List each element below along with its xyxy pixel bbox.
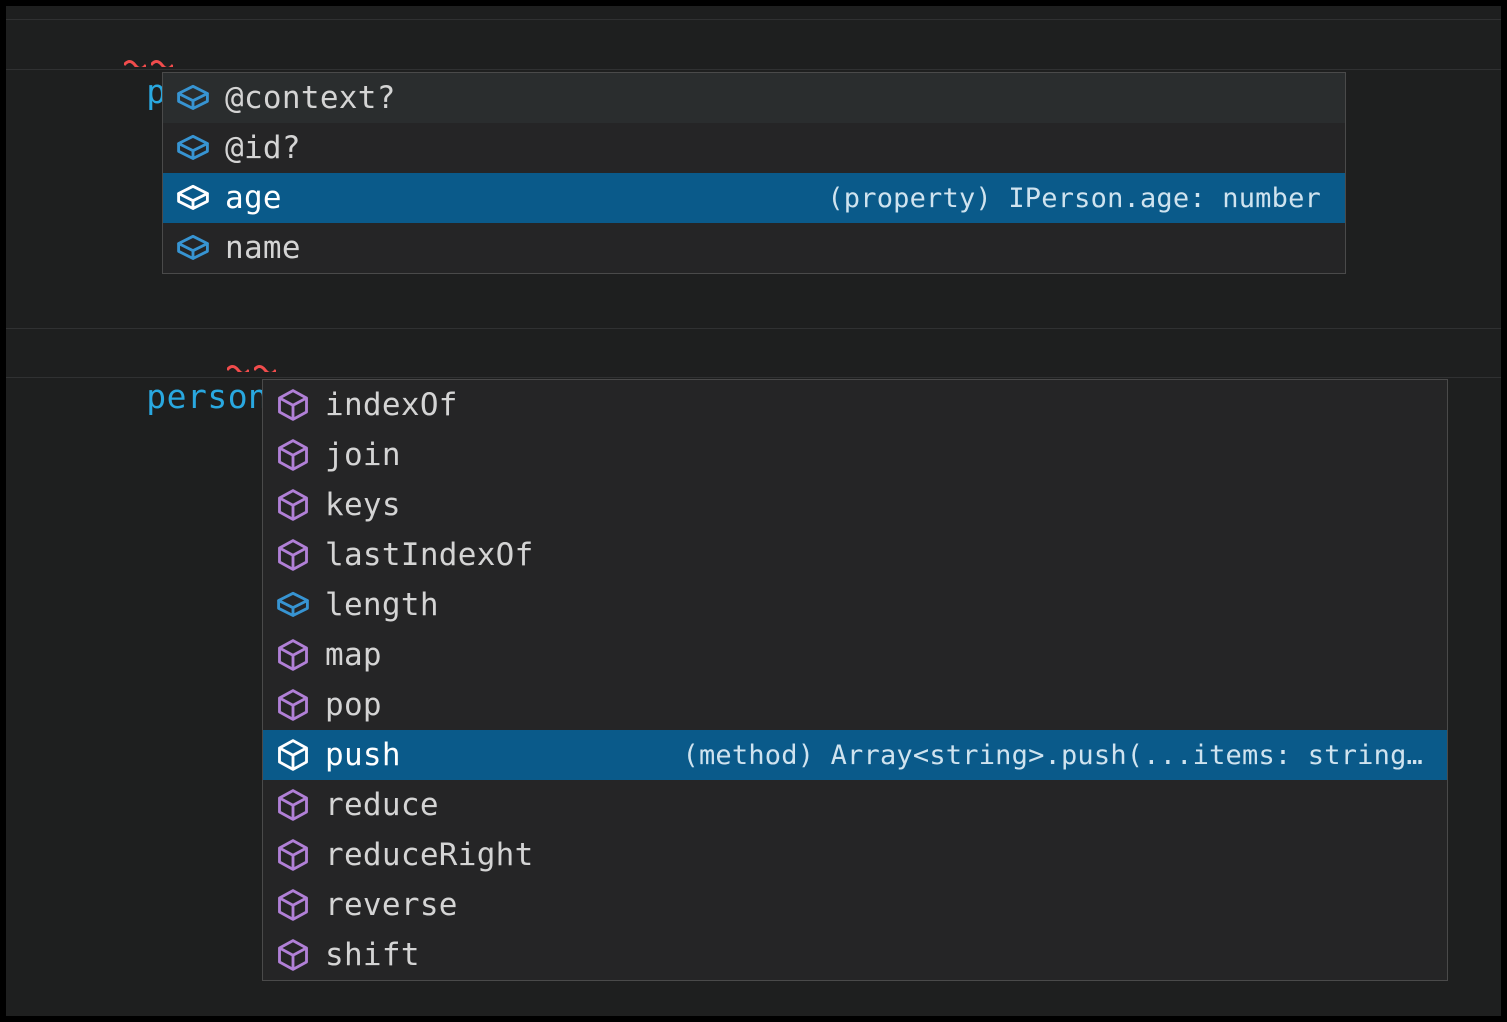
suggest-item-label: shift <box>325 937 420 973</box>
suggest-item-id[interactable]: @id? <box>163 123 1345 173</box>
suggest-item-label: indexOf <box>325 387 458 423</box>
suggest-item-name[interactable]: name <box>163 223 1345 273</box>
suggest-item-indexof[interactable]: indexOf <box>263 380 1447 430</box>
suggest-item-detail: (property) IPerson.age: number <box>827 182 1321 214</box>
suggest-item-join[interactable]: join <box>263 430 1447 480</box>
suggest-item-label: age <box>225 180 282 216</box>
suggest-item-label: reduceRight <box>325 837 534 873</box>
error-squiggle-icon <box>227 363 249 372</box>
suggest-item-push[interactable]: push (method) Array<string>.push(...items… <box>263 730 1447 780</box>
method-cube-icon <box>278 789 308 821</box>
method-cube-icon <box>278 889 308 921</box>
method-cube-icon <box>278 539 308 571</box>
editor-divider <box>6 69 1501 70</box>
suggest-item-lastindexof[interactable]: lastIndexOf <box>263 530 1447 580</box>
property-box-icon <box>177 134 209 160</box>
suggest-item-reduce[interactable]: reduce <box>263 780 1447 830</box>
method-cube-icon <box>278 739 308 771</box>
token-variable: person <box>146 377 269 416</box>
method-cube-icon <box>278 639 308 671</box>
method-cube-icon <box>278 489 308 521</box>
property-box-icon <box>277 591 309 617</box>
suggest-item-label: join <box>325 437 401 473</box>
suggest-item-label: push <box>325 737 401 773</box>
suggest-item-reverse[interactable]: reverse <box>263 880 1447 930</box>
suggest-item-shift[interactable]: shift <box>263 930 1447 980</box>
suggest-item-label: @id? <box>225 130 301 166</box>
method-cube-icon <box>278 689 308 721</box>
editor-divider <box>6 19 1501 20</box>
suggest-widget-string-array[interactable]: indexOf join keys lastIndexOf length map pop pu… <box>262 379 1448 981</box>
suggest-item-label: map <box>325 637 382 673</box>
suggest-item-age[interactable]: age (property) IPerson.age: number <box>163 173 1345 223</box>
suggest-item-reduceright[interactable]: reduceRight <box>263 830 1447 880</box>
method-cube-icon <box>278 389 308 421</box>
suggest-item-label: length <box>325 587 439 623</box>
suggest-item-label: name <box>225 230 301 266</box>
suggest-item-label: reverse <box>325 887 458 923</box>
suggest-item-length[interactable]: length <box>263 580 1447 630</box>
suggest-item-pop[interactable]: pop <box>263 680 1447 730</box>
editor-divider <box>6 328 1501 329</box>
suggest-item-label: lastIndexOf <box>325 537 534 573</box>
suggest-widget-person[interactable]: @context? @id? age (property) IPerson.age: … <box>162 72 1346 274</box>
code-editor[interactable]: person.; person.name.; <box>6 6 1501 1016</box>
suggest-item-map[interactable]: map <box>263 630 1447 680</box>
method-cube-icon <box>278 939 308 971</box>
suggest-item-label: @context? <box>225 80 396 116</box>
property-box-icon <box>177 84 209 110</box>
property-box-icon <box>177 184 209 210</box>
error-squiggle-icon <box>151 58 173 67</box>
suggest-item-label: pop <box>325 687 382 723</box>
error-squiggle-icon <box>254 363 276 372</box>
suggest-item-label: reduce <box>325 787 439 823</box>
property-box-icon <box>177 234 209 260</box>
editor-divider <box>6 377 1501 378</box>
suggest-item-detail: (method) Array<string>.push(...items: st… <box>682 739 1423 771</box>
suggest-item-label: keys <box>325 487 401 523</box>
method-cube-icon <box>278 439 308 471</box>
suggest-item-keys[interactable]: keys <box>263 480 1447 530</box>
method-cube-icon <box>278 839 308 871</box>
suggest-item-context[interactable]: @context? <box>163 73 1345 123</box>
error-squiggle-icon <box>124 58 146 67</box>
